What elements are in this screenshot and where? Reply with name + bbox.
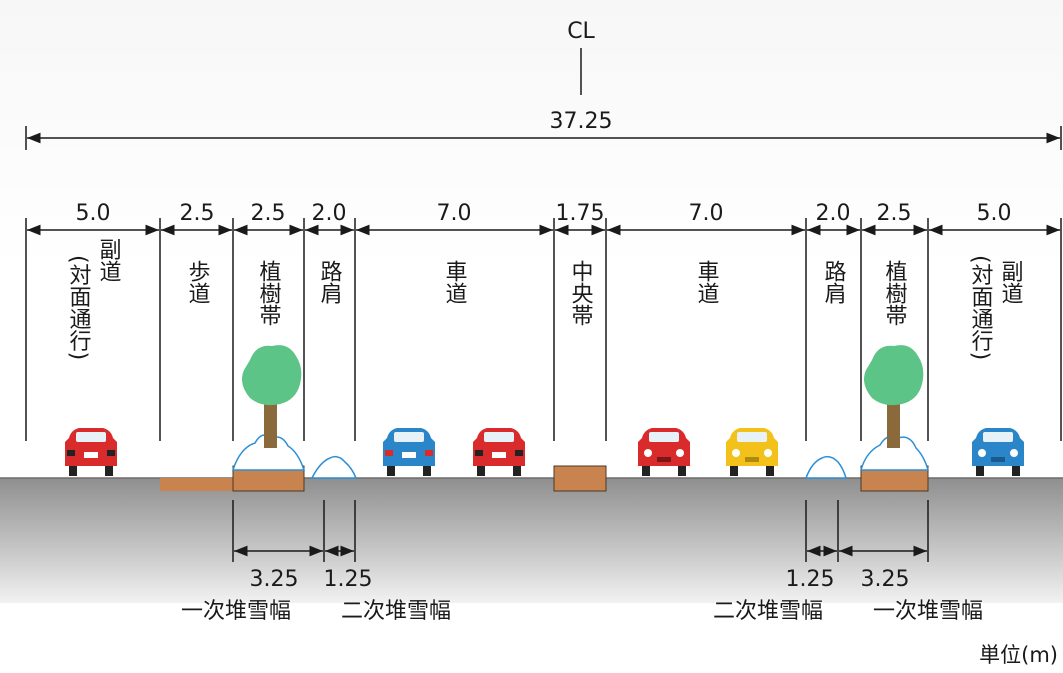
car-wheel [766, 466, 774, 476]
segment-label: 植樹帯 [256, 260, 282, 326]
total-width: 37.25 [550, 109, 613, 134]
segment-sublabel: (対面通行) [66, 255, 92, 360]
segment-width: 2.0 [816, 201, 851, 226]
segment-label: 路肩 [821, 260, 847, 304]
snow-piles [231, 434, 929, 479]
segment-width: 5.0 [977, 201, 1012, 226]
car-window [484, 432, 514, 442]
segment-width: 7.0 [437, 201, 472, 226]
car-grille [745, 457, 759, 462]
segment-labels: 副道 (対面通行) 歩道 植樹帯 路肩 車道 中央帯 車道 路肩 植樹帯 副道 … [66, 238, 1024, 360]
snow-primary-width-left: 3.25 [250, 567, 299, 592]
car-headlight [764, 449, 772, 457]
segment-widths: 5.0 2.5 2.5 2.0 7.0 1.75 7.0 2.0 2.5 5.0 [76, 201, 1012, 226]
car-wheel [642, 466, 650, 476]
car-wheel [105, 466, 113, 476]
car-window [737, 432, 767, 442]
car-light [67, 450, 75, 456]
car-wheel [69, 466, 77, 476]
car-grille [657, 457, 671, 462]
trunk [264, 396, 277, 448]
car-plate [84, 452, 98, 458]
foliage [242, 345, 302, 406]
car-window [76, 432, 106, 442]
car-red-rear [65, 428, 117, 476]
snow-pile-left-secondary [310, 455, 358, 479]
car-red-front [638, 428, 690, 476]
car-plate [402, 452, 416, 458]
snow-primary-label-right: 一次堆雪幅 [873, 599, 983, 624]
segment-label: 車道 [442, 260, 468, 304]
car-light [385, 450, 393, 456]
car-wheel [477, 466, 485, 476]
segment-label: 歩道 [185, 260, 211, 304]
foliage [864, 345, 924, 406]
snow-primary-label-left: 一次堆雪幅 [181, 599, 291, 624]
trunk [887, 396, 900, 448]
snow-secondary-width-right: 1.25 [786, 567, 835, 592]
segment-width: 7.0 [689, 201, 724, 226]
segment-label: 中央帯 [568, 260, 594, 326]
segment-width: 2.5 [251, 201, 286, 226]
segment-label: 植樹帯 [882, 260, 908, 326]
car-headlight [978, 449, 986, 457]
car-light [515, 450, 523, 456]
car-window [983, 432, 1013, 442]
car-wheel [1012, 466, 1020, 476]
centerline-label: CL [567, 19, 595, 44]
car-headlight [644, 449, 652, 457]
tree-left [242, 345, 302, 448]
snow-pile-right-secondary [804, 455, 848, 479]
segment-label: 車道 [694, 260, 720, 304]
car-blue-front [972, 428, 1024, 476]
snow-secondary-label-right: 二次堆雪幅 [713, 599, 823, 624]
car-blue-rear [383, 428, 435, 476]
boundary-lines [25, 218, 1062, 441]
car-light [107, 450, 115, 456]
segment-width: 5.0 [76, 201, 111, 226]
car-plate [492, 452, 506, 458]
tree-right [864, 345, 924, 448]
segment-width: 1.75 [556, 201, 605, 226]
car-wheel [976, 466, 984, 476]
segment-label: 副道 [96, 238, 122, 282]
car-wheel [423, 466, 431, 476]
sidewalk-curb-left [160, 478, 233, 491]
car-headlight [1010, 449, 1018, 457]
snow-secondary-width-left: 1.25 [324, 567, 373, 592]
car-wheel [387, 466, 395, 476]
segment-label: 副道 [998, 260, 1024, 304]
snow-secondary-label-left: 二次堆雪幅 [341, 599, 451, 624]
car-window [649, 432, 679, 442]
snow-dimension-right [805, 500, 929, 562]
car-headlight [676, 449, 684, 457]
segment-width: 2.5 [180, 201, 215, 226]
car-light [425, 450, 433, 456]
median-curb [553, 465, 607, 492]
snow-dimension-left [232, 500, 356, 562]
car-wheel [730, 466, 738, 476]
segment-label: 路肩 [317, 260, 343, 304]
segment-width: 2.5 [877, 201, 912, 226]
segment-sublabel: (対面通行) [968, 255, 994, 360]
ground [0, 478, 1063, 603]
car-wheel [513, 466, 521, 476]
car-headlight [732, 449, 740, 457]
unit-label: 単位(m) [979, 643, 1058, 667]
segment-width: 2.0 [312, 201, 347, 226]
car-window [394, 432, 424, 442]
snow-primary-width-right: 3.25 [861, 567, 910, 592]
car-light [475, 450, 483, 456]
car-yellow-front [726, 428, 778, 476]
car-red-rear [473, 428, 525, 476]
car-grille [991, 457, 1005, 462]
car-wheel [678, 466, 686, 476]
